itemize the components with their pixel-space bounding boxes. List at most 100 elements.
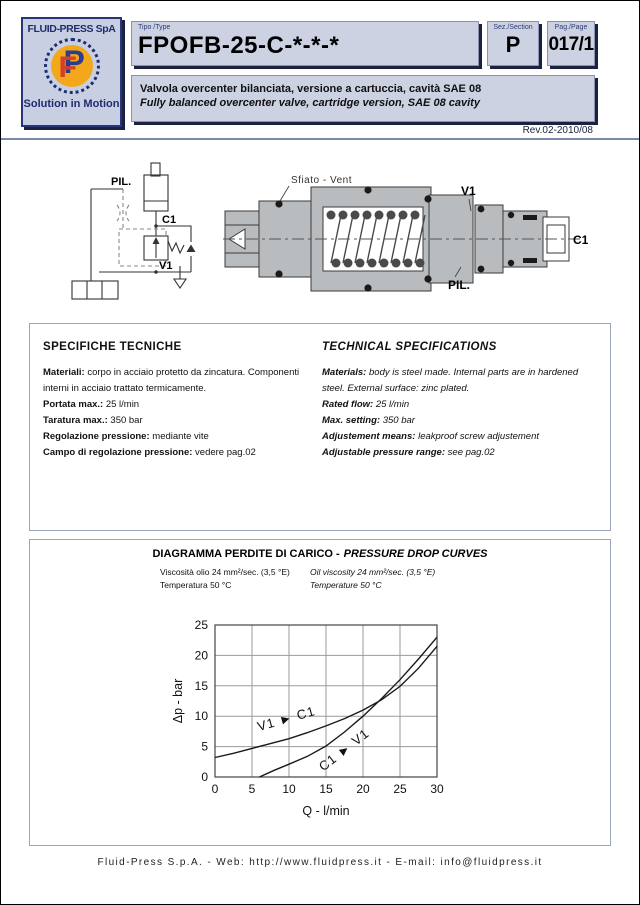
svg-text:0: 0 xyxy=(212,782,219,796)
o-ring xyxy=(364,284,372,292)
o-ring xyxy=(477,205,485,213)
spec-label: Materiali: xyxy=(43,366,85,378)
gear-disc-icon xyxy=(50,45,93,87)
o-ring xyxy=(275,200,283,208)
hex-recess xyxy=(228,228,246,250)
specs-italian: SPECIFICHE TECNICHE Materiali: corpo in … xyxy=(43,338,311,461)
spec-value: 350 bar xyxy=(380,414,415,426)
description-box: Valvola overcenter bilanciata, versione … xyxy=(131,75,595,122)
spec-value: leakproof screw adjustement xyxy=(415,431,539,443)
test-conditions-it: Viscosità olio 24 mm²/sec. (3,5 °E) Temp… xyxy=(160,566,290,592)
specs-title-en: TECHNICAL SPECIFICATIONS xyxy=(322,341,497,353)
section-port-pil: PIL. xyxy=(448,278,470,292)
svg-text:5: 5 xyxy=(249,782,256,796)
svg-text:0: 0 xyxy=(201,770,208,784)
o-ring xyxy=(507,259,515,267)
temperature-it: Temperatura 50 °C xyxy=(160,580,232,591)
logo-gear-icon: P F xyxy=(43,38,100,94)
type-box: Tipo /Type FPOFB-25-C-*-*-* xyxy=(131,21,479,66)
spec-value: vedere pag.02 xyxy=(192,447,256,459)
logo-letter-f: F xyxy=(58,51,77,84)
specs-english: TECHNICAL SPECIFICATIONS Materials: body… xyxy=(322,338,600,461)
spec-row: Taratura max.: 350 bar xyxy=(43,413,311,429)
valve-block xyxy=(71,280,119,300)
page-value: 017/1 xyxy=(548,34,594,55)
spec-value: 25 l/min xyxy=(373,398,410,410)
spring xyxy=(326,210,426,268)
spec-value: corpo in acciaio protetto da zincatura. … xyxy=(43,366,300,394)
viscosity-it: Viscosità olio 24 mm²/sec. (3,5 °E) xyxy=(160,567,290,577)
spec-label: Regolazione pressione: xyxy=(43,431,150,443)
specs-title-it: SPECIFICHE TECNICHE xyxy=(43,341,182,353)
x-axis-label: Q - l/min xyxy=(302,804,349,818)
svg-text:15: 15 xyxy=(319,782,333,796)
spec-label: Materials: xyxy=(322,366,367,378)
schematic-port-pil: PIL. xyxy=(111,176,131,188)
description-english: Fully balanced overcenter valve, cartrid… xyxy=(140,97,480,110)
type-label: Tipo /Type xyxy=(138,24,171,31)
page-box: Pag./Page 017/1 xyxy=(547,21,595,66)
svg-text:30: 30 xyxy=(430,782,444,796)
spec-label: Adjustable pressure range: xyxy=(322,447,446,459)
schematic-port-c1: C1 xyxy=(162,214,176,226)
cylinder-body xyxy=(143,174,169,212)
revision-text: Rev.02-2010/08 xyxy=(522,125,593,136)
hydraulic-schematic: PIL. C1 V1 xyxy=(71,162,198,300)
chart-title: DIAGRAMMA PERDITE DI CARICO -PRESSURE DR… xyxy=(30,548,610,560)
cylinder-rod xyxy=(150,162,161,177)
page-label: Pag./Page xyxy=(554,24,588,31)
spec-value: 25 l/min xyxy=(103,398,140,410)
o-ring xyxy=(477,265,485,273)
spec-label: Rated flow: xyxy=(322,398,374,410)
spec-label: Max. setting: xyxy=(322,414,381,426)
section-label: Sez./Section xyxy=(493,24,533,31)
spec-row: Materiali: corpo in acciaio protetto da … xyxy=(43,365,311,397)
svg-text:5: 5 xyxy=(201,740,208,754)
spring-icon xyxy=(167,240,185,255)
spec-label: Taratura max.: xyxy=(43,414,108,426)
spec-row: Portata max.: 25 l/min xyxy=(43,397,311,413)
o-ring xyxy=(275,270,283,278)
spec-value: see pag.02 xyxy=(445,447,495,459)
section-port-c1: C1 xyxy=(573,233,589,247)
svg-text:10: 10 xyxy=(282,782,296,796)
spec-value: body is steel made. Internal parts are i… xyxy=(322,366,579,394)
company-logo: FLUID-PRESS SpA P F Solution in Motion xyxy=(21,17,122,127)
spec-row: Rated flow: 25 l/min xyxy=(322,397,600,413)
spec-value: 350 bar xyxy=(107,414,143,426)
spec-row: Adjustable pressure range: see pag.02 xyxy=(322,445,600,461)
vent-label: Sfiato - Vent xyxy=(291,175,352,186)
spec-value: mediante vite xyxy=(149,431,209,443)
section-value: P xyxy=(505,32,521,57)
chart-title-en: PRESSURE DROP CURVES xyxy=(343,548,488,560)
pressure-drop-panel: DIAGRAMMA PERDITE DI CARICO -PRESSURE DR… xyxy=(29,539,611,846)
header-divider xyxy=(1,138,639,140)
footer-contact: Fluid-Press S.p.A. - Web: http://www.flu… xyxy=(97,857,543,868)
company-name: FLUID-PRESS SpA xyxy=(27,23,116,35)
o-ring xyxy=(364,186,372,194)
section-box: Sez./Section P xyxy=(487,21,539,66)
o-ring xyxy=(507,211,515,219)
o-ring xyxy=(424,275,432,283)
specifications-panel: SPECIFICHE TECNICHE Materiali: corpo in … xyxy=(29,323,611,531)
temperature-en: Temperature 50 °C xyxy=(310,580,382,591)
svg-text:20: 20 xyxy=(356,782,370,796)
section-port-v1: V1 xyxy=(461,184,476,198)
curve-label: V1 ► C1 xyxy=(256,703,317,734)
svg-text:15: 15 xyxy=(195,679,209,693)
svg-text:25: 25 xyxy=(393,782,407,796)
o-ring xyxy=(424,195,432,203)
spec-row: Adjustement means: leakproof screw adjus… xyxy=(322,429,600,445)
curve xyxy=(259,636,438,778)
y-axis-label: Δp - bar xyxy=(171,679,185,723)
model-code: FPOFB-25-C-*-*-* xyxy=(138,32,340,59)
schematic-port-v1: V1 xyxy=(159,260,172,272)
chart-title-it: DIAGRAMMA PERDITE DI CARICO - xyxy=(152,548,340,560)
svg-text:20: 20 xyxy=(195,648,209,662)
spec-label: Campo di regolazione pressione: xyxy=(43,447,193,459)
spec-row: Regolazione pressione: mediante vite xyxy=(43,429,311,445)
spec-label: Portata max.: xyxy=(43,398,104,410)
logo-letter-p: P xyxy=(63,44,85,80)
spec-row: Max. setting: 350 bar xyxy=(322,413,600,429)
gear-ring-icon xyxy=(43,38,100,94)
